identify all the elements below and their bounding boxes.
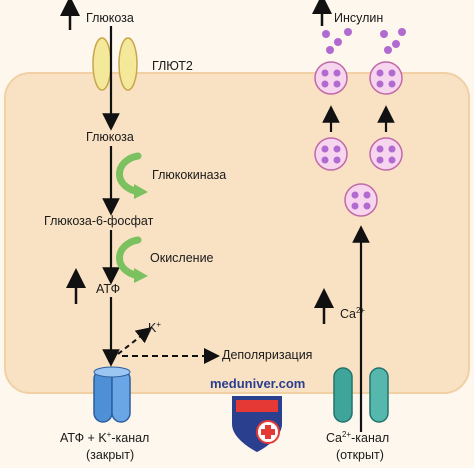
watermark-site: meduniver.com: [210, 376, 306, 391]
insulin-granule: [314, 137, 348, 171]
glucokinase-arrow-icon: [116, 152, 148, 199]
glut2-label: ГЛЮТ2: [152, 59, 193, 73]
katp-channel-label: АТФ + K+-канал: [60, 430, 150, 446]
k-efflux-dashed-arrow: [117, 327, 153, 355]
oxidation-arrow-icon: [116, 236, 148, 283]
insulin-granule: [344, 183, 378, 217]
insulin-granule-fusing: [369, 61, 403, 95]
beta-cell-cytoplasm: [4, 72, 470, 394]
glucose-extracellular-label: Глюкоза: [86, 11, 134, 25]
glut2-transporter: [92, 37, 138, 91]
insulin-granule: [369, 137, 403, 171]
oxidation-label: Окисление: [150, 251, 214, 265]
ca-channel-state: (открыт): [336, 448, 384, 462]
ca-channel-label: Ca2+-канал: [326, 430, 390, 446]
k-ion-label: K+: [148, 320, 162, 336]
released-insulin-molecules: [322, 28, 406, 54]
katp-channel-icon: [93, 366, 131, 423]
meduniver-shield-logo: [232, 396, 282, 452]
glucose-intracellular-label: Глюкоза: [86, 130, 134, 144]
katp-channel-state: (закрыт): [86, 448, 135, 462]
insulin-label: Инсулин: [334, 11, 384, 25]
ca-label: Ca2+: [340, 306, 366, 322]
insulin-granule-fusing: [314, 61, 348, 95]
g6p-label: Глюкоза-6-фосфат: [44, 214, 154, 228]
depolarization-label: Деполяризация: [222, 348, 313, 362]
glucokinase-label: Глюкокиназа: [152, 168, 227, 182]
atp-label: АТФ: [96, 282, 121, 296]
ca-channel-icon: [333, 367, 389, 423]
